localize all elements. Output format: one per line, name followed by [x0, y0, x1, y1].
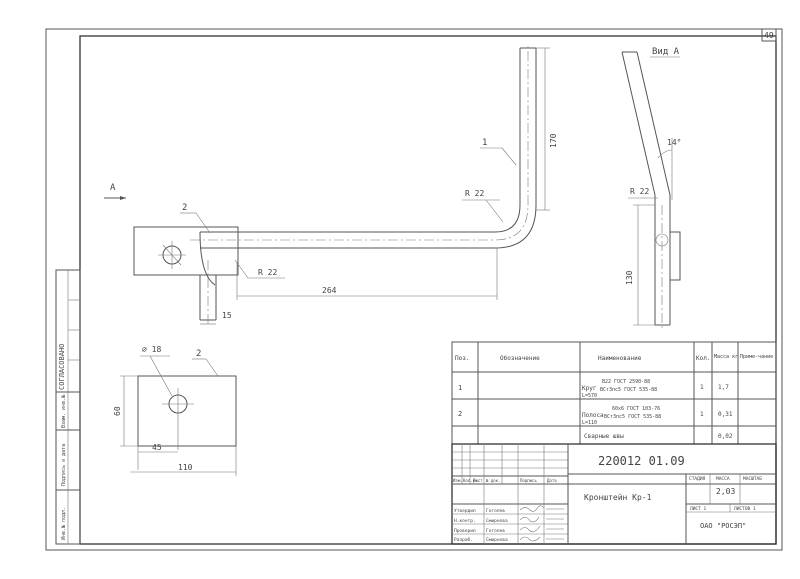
stamp-name-3: Гоголев	[486, 528, 505, 534]
strip-field-1: Взам. инв.№	[61, 395, 67, 428]
stamp-col-kolu: Кол.уч	[463, 478, 478, 483]
stamp-org: ОАО "РОСЭП"	[700, 522, 746, 530]
stamp-col-podpis: Подпись	[520, 478, 537, 483]
left-strip: СОГЛАСОВАНО Взам. инв.№ Подпись и дата И…	[55, 269, 81, 545]
spec-row1-name: Круг	[582, 385, 596, 392]
stamp-col-data: Дата	[547, 478, 557, 483]
spec-table: Поз. Обозначение Наименование Кол. Масса…	[451, 341, 777, 445]
spec-row2-name: Полоса	[582, 412, 604, 419]
title-block: 220012 01.09 Кронштейн Кр-1 Изм. Кол.уч …	[451, 443, 777, 545]
sheet-border	[45, 28, 783, 551]
detail-hole-dia: ⌀ 18	[142, 345, 161, 354]
detail-plate-outline	[137, 375, 237, 447]
detail-dim-45: 45	[152, 443, 162, 452]
page-number-box	[761, 28, 777, 42]
spec-head-prim: Приме-чание	[740, 354, 773, 360]
stamp-role-2: Н.контр.	[454, 518, 476, 524]
spec-row1-std-top: В22 ГОСТ 2590-88	[602, 379, 650, 385]
spec-head-massa: Масса кг	[714, 354, 738, 360]
view-a-radius: R 22	[630, 187, 649, 196]
view-a: Вид А 14° R 22 130	[621, 47, 681, 330]
spec-head-kol: Кол.	[696, 355, 710, 362]
strip-field-2: Подпись и дата	[61, 444, 67, 486]
stamp-list: ЛИСТ 1	[690, 506, 707, 512]
view-arrow-label: А	[110, 183, 116, 193]
pos-2-label: 2	[182, 203, 187, 213]
strip-field-3: Инв.№ подл.	[61, 507, 67, 540]
dim-170: 170	[549, 133, 558, 148]
stamp-code: 220012 01.09	[598, 454, 685, 468]
stamp-stadia: СТАДИЯ	[689, 476, 706, 482]
spec-head-pos: Поз.	[455, 355, 469, 362]
stamp-role-3: Проверил	[454, 528, 476, 534]
rod-outline	[200, 48, 521, 233]
spec-head-naim: Наименование	[598, 355, 642, 362]
spec-row2-pos: 2	[458, 410, 462, 418]
view-a-plate	[669, 231, 681, 281]
spec-row2-len: L=110	[582, 420, 597, 426]
detail-dim-110: 110	[178, 463, 193, 472]
stamp-name-4: Смирнова	[486, 537, 508, 543]
stamp-col-ndok: № док.	[486, 478, 500, 483]
stamp-col-list: Лист	[473, 478, 483, 483]
spec-row2-std-top: 60х6 ГОСТ 103-76	[612, 406, 660, 412]
stamp-name-2: Смирнова	[486, 518, 508, 524]
dim-264: 264	[322, 286, 337, 295]
stamp-massa: МАССА	[716, 476, 730, 482]
detail-dim-60: 60	[113, 406, 122, 416]
view-a-rod	[621, 51, 656, 325]
radius-bend: R 22	[465, 189, 484, 198]
stamp-title: Кронштейн Кр-1	[584, 493, 652, 502]
spec-row1-qty: 1	[700, 384, 704, 391]
stamp-masshtab: МАСШТАБ	[743, 476, 762, 482]
page-number: 49	[764, 31, 774, 40]
detail-plate: 2 ⌀ 18 60 45 110	[113, 345, 237, 476]
spec-row1-len: L=570	[582, 393, 597, 399]
spec-row1-mass: 1,7	[718, 384, 729, 391]
angle-14: 14°	[667, 138, 681, 147]
stamp-massa-value: 2,03	[716, 487, 735, 496]
radius-foot: R 22	[258, 268, 277, 277]
stamp-role-4: Разраб.	[454, 536, 473, 543]
spec-row1-pos: 1	[458, 384, 462, 392]
pos-1-label: 1	[482, 138, 487, 148]
spec-row2-qty: 1	[700, 411, 704, 418]
dim-15: 15	[222, 311, 232, 320]
main-view: А 264 170 15 R 22 R 22	[104, 44, 558, 325]
spec-row2-mass: 0,31	[718, 411, 733, 418]
spec-row1-std-bot: ВСт3пс5 ГОСТ 535-88	[600, 387, 657, 393]
approval-label: СОГЛАСОВАНО	[58, 344, 66, 390]
spec-row3-mass: 0,02	[718, 433, 733, 440]
spec-head-oboz: Обозначение	[500, 355, 540, 362]
spec-row2-std-bot: ВСт3пс5 ГОСТ 535-88	[604, 414, 661, 420]
plate-side	[133, 226, 239, 276]
stamp-listov: ЛИСТОВ 1	[734, 506, 756, 512]
dim-130: 130	[625, 270, 634, 285]
signatures	[519, 505, 564, 542]
detail-pos-label: 2	[196, 349, 201, 359]
spec-row3-name: Сварные швы	[584, 433, 624, 440]
stamp-role-1: Утвердил	[454, 508, 476, 514]
stamp-col-izm: Изм.	[453, 478, 463, 483]
stamp-name-1: Гоголев	[486, 508, 505, 514]
view-a-title: Вид А	[652, 47, 680, 57]
